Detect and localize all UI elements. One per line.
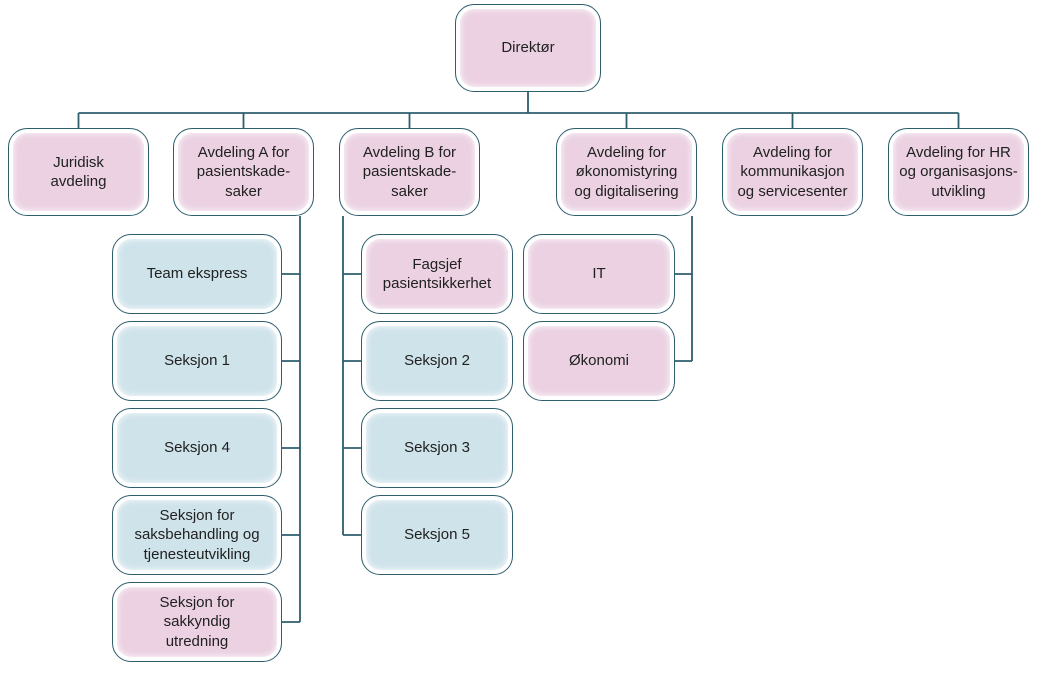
node-seksjon-saksbehandling-tjenesteutvikling: Seksjon for saksbehandling og tjenesteut… (112, 495, 282, 575)
node-okonomi-label: Økonomi (528, 326, 670, 396)
node-avdeling-a-pasientskadesaker: Avdeling A for pasientskade- saker (173, 128, 314, 216)
node-seksjon-3: Seksjon 3 (361, 408, 513, 488)
node-seksjon-3-label: Seksjon 3 (366, 413, 508, 483)
node-it-label: IT (528, 239, 670, 309)
connector-branch-avdeling-a (282, 216, 301, 623)
node-avdeling-okonomistyring-digitalisering: Avdeling for økonomistyring og digitalis… (556, 128, 697, 216)
node-seksjon-saksbehandling-label: Seksjon for saksbehandling og tjenesteut… (117, 500, 277, 570)
node-avdeling-b-label: Avdeling B for pasientskade- saker (344, 133, 475, 211)
node-juridisk-avdeling: Juridisk avdeling (8, 128, 149, 216)
node-avdeling-a-label: Avdeling A for pasientskade- saker (178, 133, 309, 211)
node-fagsjef-pasientsikkerhet-label: Fagsjef pasientsikkerhet (366, 239, 508, 309)
node-seksjon-sakkyndig-label: Seksjon for sakkyndig utredning (117, 587, 277, 657)
node-direktor-label: Direktør (460, 9, 596, 87)
node-seksjon-sakkyndig-utredning: Seksjon for sakkyndig utredning (112, 582, 282, 662)
node-team-ekspress: Team ekspress (112, 234, 282, 314)
node-avdeling-hr-organisasjonsutvikling: Avdeling for HR og organisasjons- utvikl… (888, 128, 1029, 216)
connector-branch-avdeling-b (342, 216, 361, 536)
node-seksjon-5: Seksjon 5 (361, 495, 513, 575)
connector-branch-okonomistyring (675, 216, 693, 362)
node-seksjon-4: Seksjon 4 (112, 408, 282, 488)
node-seksjon-2: Seksjon 2 (361, 321, 513, 401)
node-juridisk-avdeling-label: Juridisk avdeling (13, 133, 144, 211)
node-avdeling-okonomistyring-label: Avdeling for økonomistyring og digitalis… (561, 133, 692, 211)
node-seksjon-4-label: Seksjon 4 (117, 413, 277, 483)
node-fagsjef-pasientsikkerhet: Fagsjef pasientsikkerhet (361, 234, 513, 314)
node-seksjon-5-label: Seksjon 5 (366, 500, 508, 570)
node-avdeling-kommunikasjon-label: Avdeling for kommunikasjon og servicesen… (727, 133, 858, 211)
node-team-ekspress-label: Team ekspress (117, 239, 277, 309)
node-avdeling-hr-label: Avdeling for HR og organisasjons- utvikl… (893, 133, 1024, 211)
node-seksjon-2-label: Seksjon 2 (366, 326, 508, 396)
node-direktor: Direktør (455, 4, 601, 92)
node-seksjon-1-label: Seksjon 1 (117, 326, 277, 396)
node-it: IT (523, 234, 675, 314)
node-avdeling-b-pasientskadesaker: Avdeling B for pasientskade- saker (339, 128, 480, 216)
connector-trunk (77, 92, 960, 128)
node-okonomi: Økonomi (523, 321, 675, 401)
node-avdeling-kommunikasjon-servicesenter: Avdeling for kommunikasjon og servicesen… (722, 128, 863, 216)
node-seksjon-1: Seksjon 1 (112, 321, 282, 401)
